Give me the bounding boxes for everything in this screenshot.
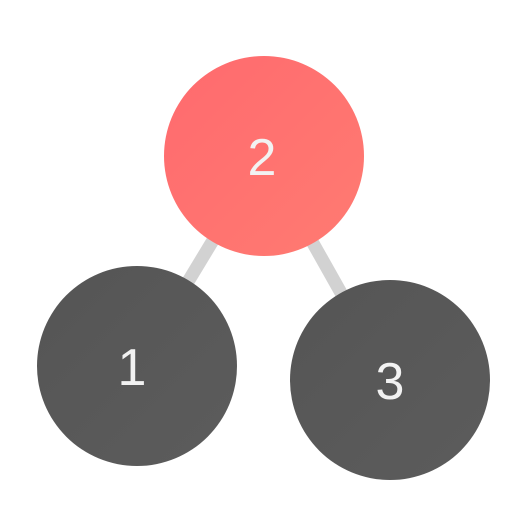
- tree-node-right: 3: [290, 280, 490, 480]
- node-circle-left: [37, 266, 237, 466]
- node-label-right: 3: [376, 353, 405, 411]
- node-label-root: 2: [248, 129, 277, 187]
- node-circle-root: [164, 56, 364, 256]
- tree-node-left: 1: [37, 266, 237, 466]
- node-label-left: 1: [118, 339, 147, 397]
- node-circle-right: [290, 280, 490, 480]
- tree-node-root: 2: [164, 56, 364, 256]
